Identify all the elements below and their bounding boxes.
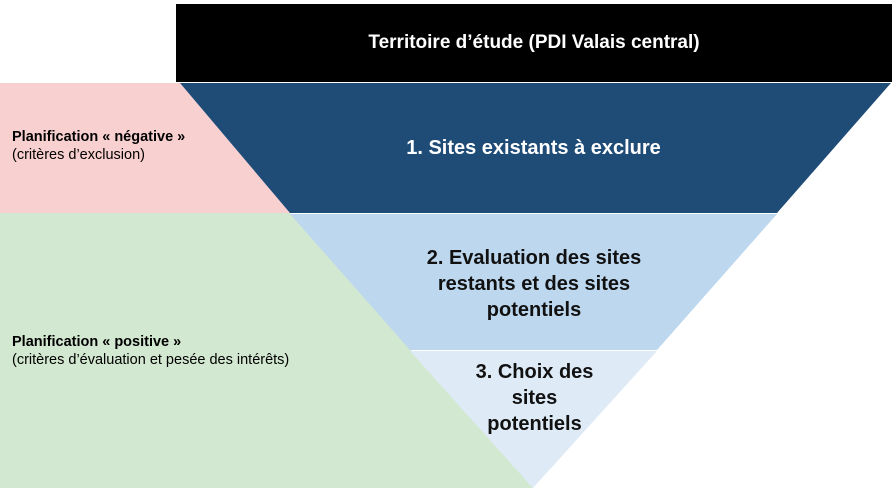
negative-planning-subtitle: (critères d’exclusion) — [12, 147, 145, 163]
positive-planning-title: Planification « positive » — [12, 334, 182, 350]
stage-2-band — [290, 214, 777, 350]
positive-panel-bg — [0, 213, 533, 488]
negative-planning-title: Planification « négative » — [12, 129, 186, 145]
header-bar — [176, 4, 892, 82]
header-title: Territoire d’étude (PDI Valais central) — [368, 32, 700, 53]
negative-panel-bg — [0, 83, 290, 213]
stage-1-label: 1. Sites existants à exclure — [406, 137, 661, 159]
stage-3-label: 3. Choix des sites potentiels — [475, 361, 594, 435]
stage-3-band — [410, 351, 657, 488]
stage-1-band — [180, 83, 891, 213]
negative-planning-label: Planification « négative » (critères d’e… — [12, 128, 282, 164]
positive-planning-label: Planification « positive » (critères d’é… — [12, 333, 392, 369]
positive-planning-subtitle: (critères d’évaluation et pesée des inté… — [12, 352, 290, 368]
stage-2-label: 2. Evaluation des sites restants et des … — [426, 247, 642, 321]
